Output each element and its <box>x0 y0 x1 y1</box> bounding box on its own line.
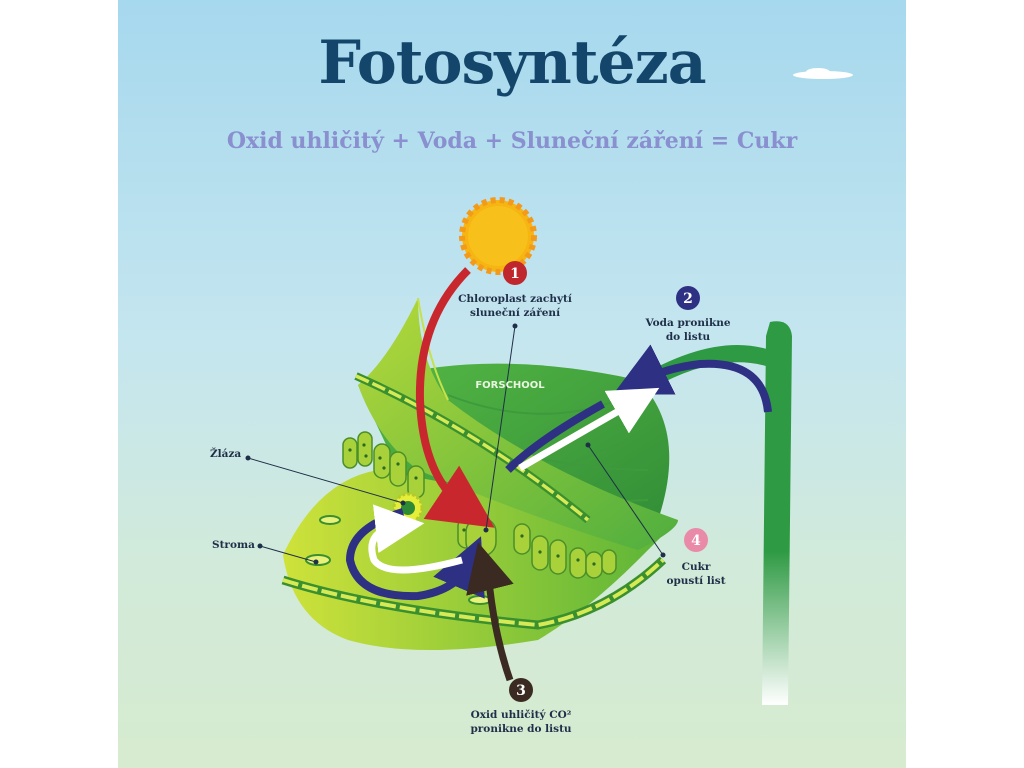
gland-label: Žláza <box>210 448 242 460</box>
leader-lines <box>247 325 664 563</box>
water-arrow-top <box>612 344 772 413</box>
leaf-petiole <box>618 345 772 402</box>
sunlight-arrow <box>415 267 495 528</box>
diagram-graphics: 1 2 3 4 FORSCHOOL <box>245 68 853 705</box>
svg-text:3: 3 <box>516 683 526 699</box>
step-badge-3: 3 <box>509 678 533 702</box>
plant-stem <box>762 321 792 705</box>
stroma-label: Stroma <box>212 539 255 551</box>
equation-subtitle: Oxid uhličitý + Voda + Sluneční záření =… <box>226 128 798 154</box>
svg-text:2: 2 <box>683 291 693 307</box>
water-arrow-loop <box>345 508 485 601</box>
step-badge-4: 4 <box>684 528 708 552</box>
cloud-icon <box>793 68 853 79</box>
chloroplast-highlight <box>465 517 497 557</box>
svg-text:4: 4 <box>691 533 701 549</box>
stroma-oval-left <box>305 554 331 566</box>
water-arrow-leaf <box>505 400 605 473</box>
step-badge-1: 1 <box>503 261 527 285</box>
infographic-canvas: 1 2 3 4 FORSCHOOL Fotosyntéza Oxid uhlič… <box>118 0 906 768</box>
sun-icon <box>459 197 537 275</box>
svg-text:1: 1 <box>510 266 520 282</box>
page-title: Fotosyntéza <box>318 28 706 98</box>
step-badge-2: 2 <box>676 286 700 310</box>
gland-icon <box>392 492 424 524</box>
forschool-logo: FORSCHOOL <box>475 380 545 391</box>
sugar-arrow-loop <box>368 504 463 574</box>
sugar-arrow-out <box>518 387 660 472</box>
co2-arrow <box>466 542 514 682</box>
